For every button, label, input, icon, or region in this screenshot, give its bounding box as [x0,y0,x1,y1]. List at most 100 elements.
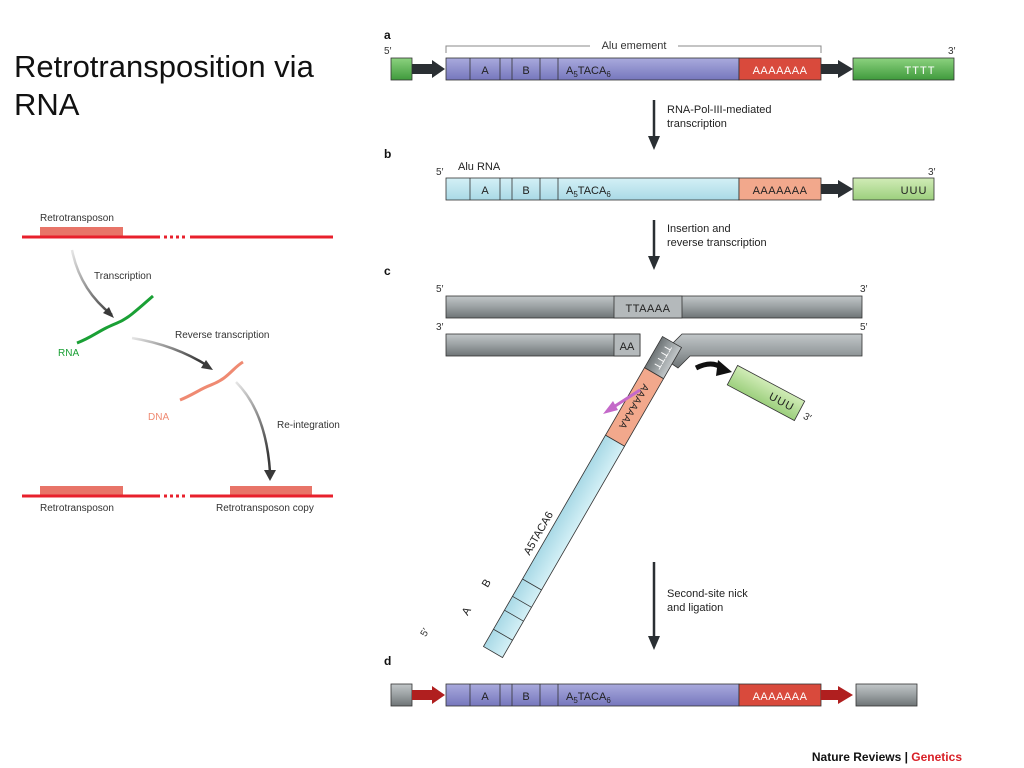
rna-taca-letters: TACA [578,185,607,197]
reverse-transcription-arrow [131,336,209,368]
diagonal-divider-3 [493,628,513,641]
taca-letters: TACA [578,65,607,77]
rna-strand [76,294,154,345]
reverse-transcription-label: Reverse transcription [175,330,269,341]
bottom-dna-strand-left [445,333,641,357]
rna-a5-letter: A [566,185,574,197]
rna-poly-a-label: AAAAAAA [753,185,808,197]
diagonal-box-b-label: B [480,577,494,589]
diagonal-box-a-group: A [460,605,474,618]
journal-section: Genetics [911,750,962,764]
panel-a: a 5′ 3′ Alu emement A B A5TACA6 AAAAAAA … [384,28,956,81]
d-a5-subscript: 5 [573,696,578,705]
uuu-green-box [852,177,935,201]
panel-d-letter: d [384,654,391,668]
ttaaaa-box [613,295,683,319]
journal-name: Nature Reviews [812,750,902,764]
taca-subscript: 6 [606,70,611,79]
panel-c: c 5′ 3′ TTAAAA 3′ 5′ AA TTTT AAAAAAA A5T… [384,264,868,659]
retrotransposon-box-bottom [40,486,123,496]
panel-b: b 5′ Alu RNA 3′ A B A5TACA6 AAAAAAA UUU [384,147,936,201]
diagonal-five-prime: 5′ [419,627,432,639]
transcription-label: Transcription [94,271,151,282]
box-b-label: B [522,65,529,77]
diagonal-divider-4 [522,578,542,591]
step-ab-line-1: RNA-Pol-III-mediated [667,104,772,116]
top-strand-three-prime: 3′ [860,284,868,295]
curved-arrowhead [716,360,732,376]
retrotransposon-box-top [40,227,123,237]
diagonal-box-b-group: B [480,577,494,589]
retrotransposon-copy-label: Retrotransposon copy [216,503,314,514]
alu-element-label-bg [590,38,678,52]
dna-strand [179,360,244,402]
retrotransposon-label-bottom: Retrotransposon [40,503,114,514]
flank-right-grey [855,683,918,707]
slide-title-line-1: Retrotransposition via [14,49,314,84]
uuu-tilted-box [726,364,806,422]
rna-label: RNA [58,348,79,359]
rna-box-b-label: B [522,185,529,197]
diagonal-divider-1 [512,595,532,608]
step-cd-line-2: and ligation [667,602,723,614]
a5-letter: A [566,65,574,77]
flank-left-grey [390,683,413,707]
reverse-transcription-arrowhead [201,360,213,370]
panel-b-three-prime: 3′ [928,167,936,178]
poly-a-label: AAAAAAA [753,65,808,77]
panel-d: d A B A5TACA6 AAAAAAA [384,654,918,707]
uuu-three-prime: 3′ [801,411,813,424]
step-insertion: Insertion and reverse transcription [648,220,767,270]
step-transcription: RNA-Pol-III-mediated transcription [648,100,772,150]
step-bc-line-2: reverse transcription [667,237,767,249]
ttaaaa-label: TTAAAA [626,303,671,315]
d-taca-letters: TACA [578,691,607,703]
rna-arrow-right [821,180,853,198]
panel-b-letter: b [384,147,391,161]
transcription-arrowhead [103,307,114,318]
bottom-strand-three-prime: 3′ [436,322,444,333]
panel-a-five-prime: 5′ [384,46,392,57]
step-cd-line-1: Second-site nick [667,588,748,600]
a5-subscript: 5 [573,70,578,79]
left-diagram: Retrotransposon Transcription RNA Revers… [22,213,340,514]
slide-title-line-2: RNA [14,87,80,122]
journal-credit: Nature Reviews | Genetics [812,750,962,764]
aa-label: AA [620,341,635,353]
uuu-label: UUU [901,185,928,197]
uuu-tilted-group: UUU 3′ [726,364,813,424]
reintegration-label: Re-integration [277,420,340,431]
reintegration-arrowhead [264,470,276,481]
flank-right-green [852,57,955,81]
nick-arrowhead [603,401,618,414]
top-strand-five-prime: 5′ [436,284,444,295]
step-ab-arrowhead [648,136,660,150]
step-bc-line-1: Insertion and [667,223,731,235]
d-box-b-label: B [522,691,529,703]
d-a5taca6-label: A5TACA6 [566,691,611,705]
rna-a5taca6-label: A5TACA6 [566,185,611,199]
rna-box-a-label: A [481,185,489,197]
diagonal-strand: TTTT AAAAAAA [482,335,683,659]
insertion-arrow-right [821,60,853,78]
diagonal-divider-2 [504,609,524,622]
diagonal-five-prime-group: 5′ [419,627,432,639]
diagonal-cyan-body [482,434,626,659]
rna-taca-subscript: 6 [606,190,611,199]
transcription-arrow [70,249,113,316]
ligation-arrow-left [412,686,445,704]
dna-label: DNA [148,412,169,423]
retrotransposon-label-top: Retrotransposon [40,213,114,224]
diagonal-box-a-label: A [460,605,474,618]
alu-rna-label: Alu RNA [458,161,501,173]
d-taca-subscript: 6 [606,696,611,705]
d-poly-a-label: AAAAAAA [753,691,808,703]
rna-a5-subscript: 5 [573,190,578,199]
panel-c-letter: c [384,264,391,278]
journal-separator: | [901,750,911,764]
step-ab-line-2: transcription [667,118,727,130]
reintegration-arrow [235,381,272,473]
panel-b-five-prime: 5′ [436,167,444,178]
step-cd-arrowhead [648,636,660,650]
